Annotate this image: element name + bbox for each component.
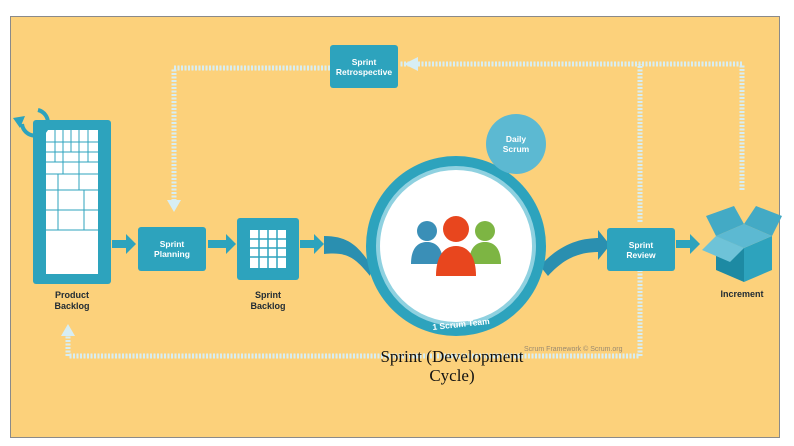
credit-text: Scrum Framework © Scrum.org bbox=[524, 346, 623, 353]
product-backlog-label: Product Backlog bbox=[54, 290, 90, 311]
team-people-icon bbox=[411, 216, 501, 276]
increment-label: Increment bbox=[720, 289, 764, 299]
daily-scrum-label: Daily Scrum bbox=[502, 134, 530, 154]
sprint-backlog bbox=[237, 218, 299, 280]
sprint-retrospective-box bbox=[330, 45, 398, 88]
sprint-review-box bbox=[607, 228, 675, 271]
product-backlog bbox=[33, 120, 111, 284]
increment-box-icon bbox=[702, 206, 782, 282]
retro-to-planning-loop bbox=[400, 61, 745, 190]
flow-arrows bbox=[112, 234, 700, 254]
bottom-loop bbox=[65, 270, 643, 359]
sprint-caption: Sprint (Development Cycle) bbox=[380, 347, 524, 385]
sprint-planning-box bbox=[138, 227, 206, 271]
sprint-review-label: Sprint Review bbox=[626, 239, 656, 260]
refresh-cycle-icon bbox=[13, 108, 50, 138]
swoosh-out bbox=[540, 238, 600, 276]
swoosh-in bbox=[324, 236, 372, 276]
sprint-retrospective-label: Sprint Retrospective bbox=[335, 56, 393, 77]
daily-scrum-bubble bbox=[486, 114, 546, 174]
sprint-backlog-label: Sprint Backlog bbox=[250, 290, 286, 311]
feedback-loops bbox=[65, 61, 745, 359]
arrow-into-planning bbox=[167, 200, 181, 212]
arrow-into-retro bbox=[404, 57, 418, 71]
retro-left-loop bbox=[171, 65, 330, 206]
sprint-planning-label: Sprint Planning bbox=[154, 239, 190, 259]
arrow-into-backlog bbox=[61, 324, 75, 336]
